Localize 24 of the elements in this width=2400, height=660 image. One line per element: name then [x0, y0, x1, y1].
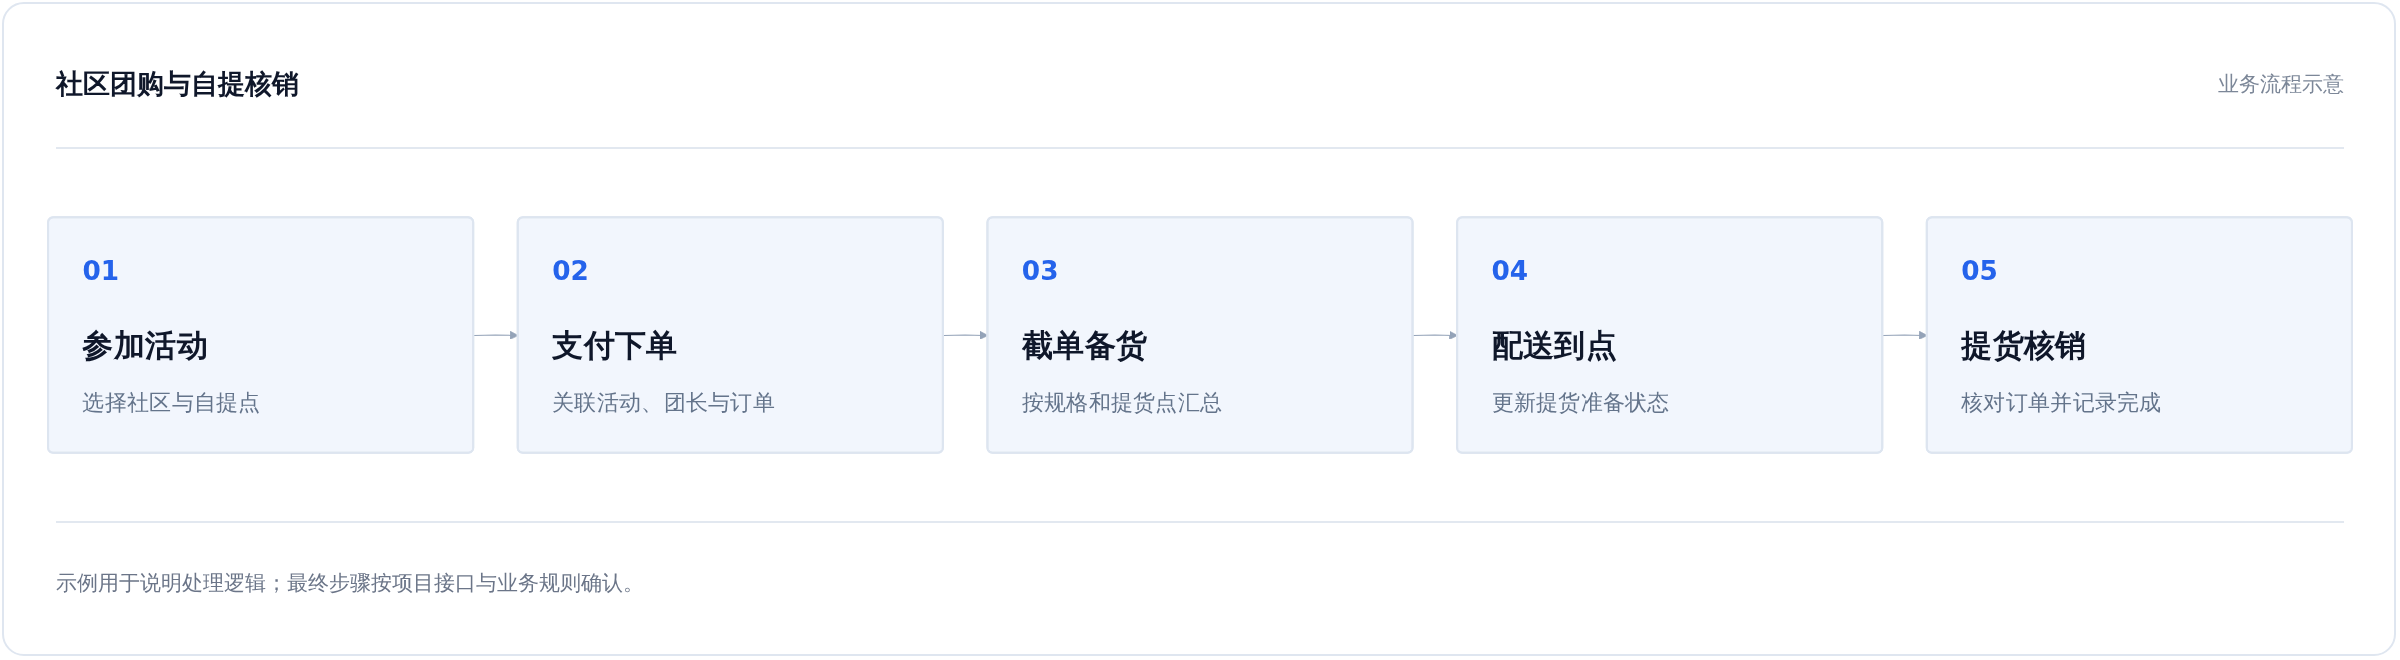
- step-number: 02: [552, 254, 590, 289]
- footnote: 示例用于说明处理逻辑；最终步骤按项目接口与业务规则确认。: [56, 570, 644, 597]
- step-card: [986, 216, 1414, 454]
- arrow: [1412, 330, 1458, 340]
- step-description: 更新提货准备状态: [1491, 387, 1671, 417]
- step-title: 截单备货: [1021, 325, 1149, 366]
- step-card: [516, 216, 944, 454]
- step-card: [47, 216, 475, 454]
- diagram-title: 社区团购与自提核销: [56, 67, 299, 101]
- subtitle-label: 业务流程示意: [2218, 72, 2344, 96]
- step-description: 选择社区与自提点: [82, 387, 262, 417]
- step-card: [1925, 216, 2353, 454]
- step-title: 支付下单: [552, 325, 679, 366]
- step-title: 参加活动: [82, 325, 209, 366]
- step-description: 核对订单并记录完成: [1961, 387, 2163, 417]
- step-title: 配送到点: [1491, 325, 1619, 366]
- step-number: 04: [1491, 254, 1530, 289]
- step-description: 按规格和提货点汇总: [1021, 387, 1224, 417]
- step-number: 05: [1961, 254, 1999, 289]
- step-card: [1456, 216, 1884, 454]
- step-description: 关联活动、团长与订单: [552, 387, 776, 417]
- step-title: 提货核销: [1961, 325, 2088, 366]
- step-number: 03: [1021, 254, 1060, 289]
- step-number: 01: [82, 254, 121, 289]
